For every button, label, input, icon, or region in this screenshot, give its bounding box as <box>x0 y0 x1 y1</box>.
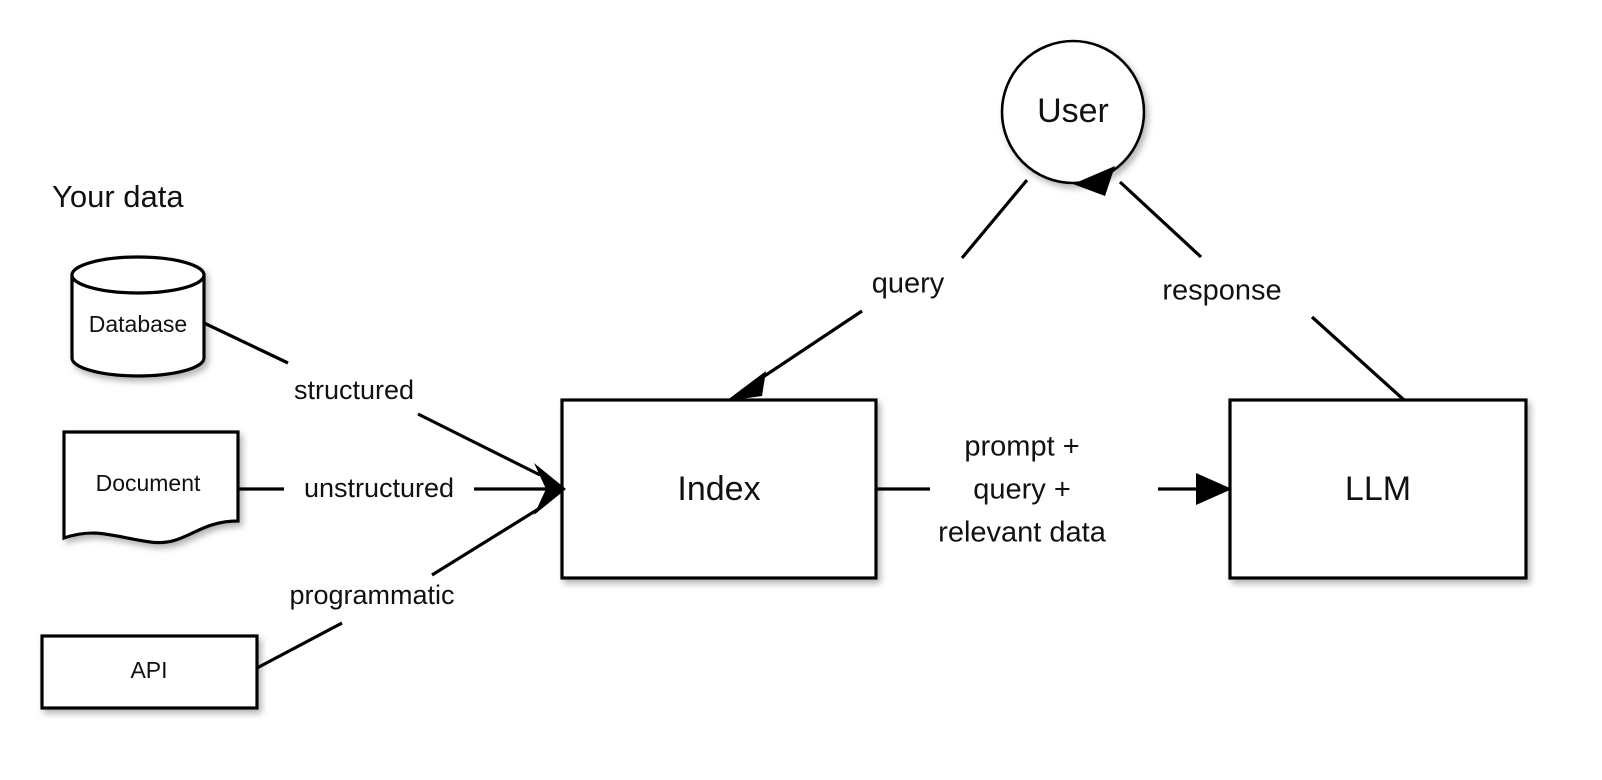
node-user-label: User <box>1037 92 1109 130</box>
user-circle <box>1000 39 1146 185</box>
edge-api-to-index[interactable] <box>256 506 541 670</box>
node-api-label: API <box>130 657 167 683</box>
edge-index-to-llm[interactable] <box>876 473 1232 505</box>
page-title: Your data <box>52 179 184 214</box>
edge-label-prompt-line2: query + <box>973 474 1071 506</box>
edge-label-response: response <box>1162 275 1281 307</box>
node-database[interactable] <box>70 255 206 378</box>
node-document-label: Document <box>96 470 201 496</box>
index-input-arrowhead <box>534 463 566 515</box>
edge-label-structured: structured <box>294 375 414 405</box>
database-cylinder-body <box>70 273 206 378</box>
prompt-arrowhead <box>1196 473 1232 505</box>
edge-database-segment-2 <box>417 412 541 477</box>
node-index[interactable] <box>560 398 878 580</box>
edge-label-programmatic: programmatic <box>289 580 454 610</box>
node-document[interactable] <box>62 430 240 545</box>
document-shape <box>62 430 240 545</box>
node-api[interactable] <box>40 634 259 710</box>
edge-query-segment-1 <box>960 178 1029 260</box>
edge-label-unstructured: unstructured <box>304 473 454 503</box>
query-arrowhead <box>726 371 766 401</box>
index-rect <box>560 398 878 580</box>
edge-response-segment-1 <box>1310 315 1406 402</box>
edge-database-segment-1 <box>203 321 289 365</box>
response-arrowhead <box>1073 166 1115 196</box>
edge-label-query: query <box>872 268 945 300</box>
node-user[interactable] <box>1000 39 1146 185</box>
node-llm-label: LLM <box>1345 470 1411 508</box>
edge-label-prompt-line1: prompt + <box>964 431 1079 463</box>
edge-label-prompt-line3: relevant data <box>938 517 1107 549</box>
database-cylinder-top <box>70 255 206 295</box>
edge-api-segment-1 <box>256 621 343 670</box>
node-index-label: Index <box>677 470 760 508</box>
api-rect <box>40 634 259 710</box>
node-database-label: Database <box>89 311 187 337</box>
edge-database-to-index[interactable] <box>203 321 541 477</box>
edge-llm-to-user[interactable] <box>1073 166 1406 402</box>
edge-response-segment-2 <box>1118 180 1203 259</box>
edge-user-to-index[interactable] <box>726 178 1029 401</box>
edge-api-segment-2 <box>431 506 541 577</box>
